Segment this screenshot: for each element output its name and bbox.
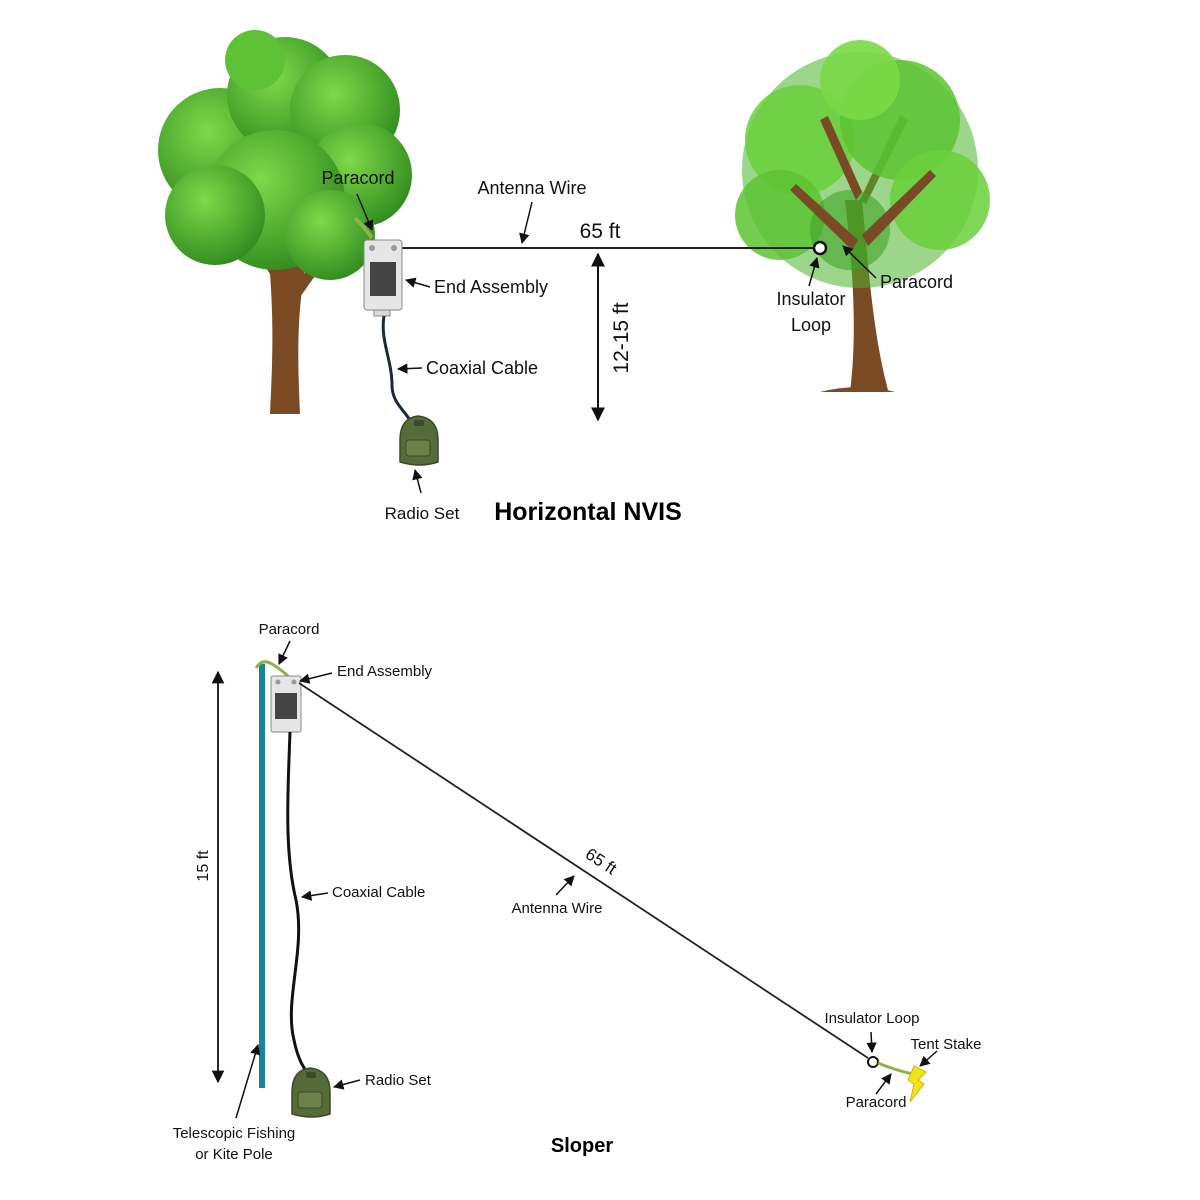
paracord-left-label: Paracord [321,168,394,188]
coaxial-cable-line [286,731,310,1075]
pointer-arrow [278,640,291,665]
pointer-arrow [298,672,333,684]
pointer-arrow [842,245,877,279]
insulator-label-line2: Loop [791,315,831,335]
height-label: 12-15 ft [610,302,633,373]
pointer-arrow [300,890,329,901]
coaxial-cable-label: Coaxial Cable [426,358,538,378]
radio-set-backpack-icon [291,1067,331,1118]
pointer-arrow [235,1043,261,1119]
sloper-diagram: Paracord End Assembly 15 ft Coaxial Cabl… [173,621,982,1163]
radio-set-label: Radio Set [385,504,460,523]
left-tree-icon [158,30,412,414]
radio-set-label: Radio Set [365,1072,432,1089]
pointer-arrow [412,468,423,494]
pointer-arrow [555,875,575,896]
right-tree-icon [735,40,990,392]
length-label: 65 ft [580,220,621,243]
insulator-loop-icon [812,240,828,256]
insulator-loop-label: Insulator Loop [824,1010,919,1027]
pointer-arrow [866,1031,877,1054]
telescopic-pole-icon [259,664,265,1088]
end-assembly-label: End Assembly [434,277,548,297]
pointer-arrow [396,363,423,374]
pointer-arrow [332,1079,361,1090]
pointer-arrow [356,193,374,231]
end-assembly-label: End Assembly [337,663,433,680]
pointer-arrow [519,201,533,245]
insulator-label-line1: Insulator [776,289,845,309]
pointer-arrow [808,256,820,287]
antenna-wire-line [298,682,869,1059]
pointer-arrow [875,1073,892,1095]
tent-stake-icon [907,1065,927,1103]
horizontal-nvis-diagram: Paracord Antenna Wire 65 ft End Assembly… [158,30,990,526]
end-assembly-icon [270,675,302,733]
horizontal-nvis-title: Horizontal NVIS [494,498,682,526]
tent-stake-label: Tent Stake [911,1036,982,1053]
coaxial-cable-line [381,315,414,426]
paracord-top-label: Paracord [259,621,320,638]
antenna-wire-label: Antenna Wire [477,178,586,198]
radio-set-backpack-icon [399,415,439,466]
pole-label-line2: or Kite Pole [195,1146,273,1163]
pointer-arrow [404,277,431,288]
antenna-wire-label: Antenna Wire [512,900,603,917]
insulator-loop-icon [867,1056,879,1068]
pole-label-line1: Telescopic Fishing [173,1125,296,1142]
end-assembly-icon [363,239,403,317]
coaxial-cable-label: Coaxial Cable [332,884,425,901]
paracord-top-line [254,660,292,680]
sloper-title: Sloper [551,1135,613,1157]
pointer-arrow [919,1050,938,1067]
paracord-right-label: Paracord [880,272,953,292]
paracord-bottom-label: Paracord [846,1094,907,1111]
height-label: 15 ft [195,850,212,882]
